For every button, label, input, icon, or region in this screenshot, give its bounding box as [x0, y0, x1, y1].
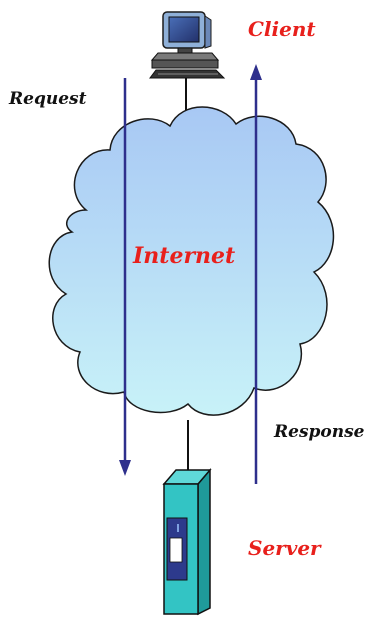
client-label: Client — [248, 17, 316, 41]
desktop-computer-icon — [149, 11, 226, 79]
request-arrow — [119, 78, 131, 476]
server-tower-icon — [162, 467, 212, 616]
response-arrow — [250, 64, 262, 484]
internet-cloud — [48, 106, 335, 416]
response-label: Response — [273, 422, 365, 442]
server-label: Server — [248, 536, 322, 560]
request-label: Request — [8, 89, 87, 109]
internet-label: Internet — [132, 243, 235, 269]
